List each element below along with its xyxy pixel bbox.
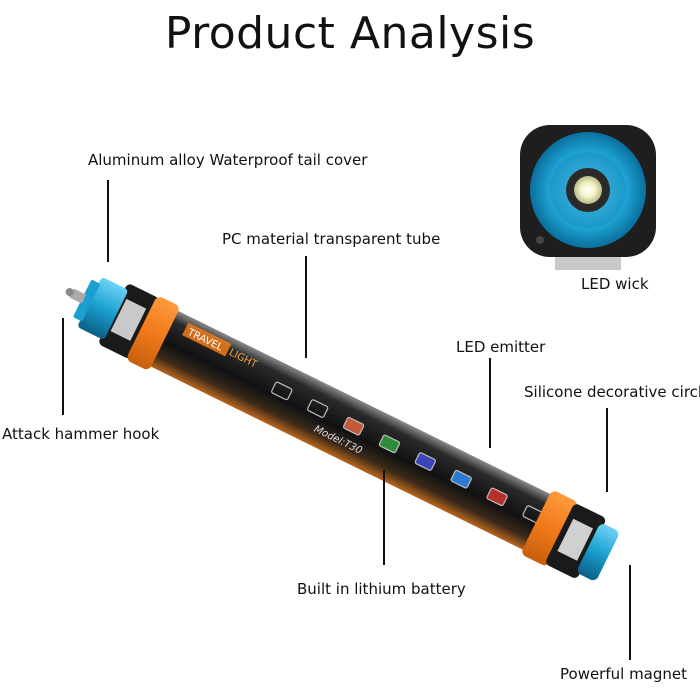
transparent-tube (124, 298, 558, 553)
tail-cover-end (73, 280, 100, 321)
leader-lines (62, 180, 631, 660)
brand-badge (182, 322, 232, 357)
label-decorative-circle: Silicone decorative circle (524, 383, 700, 401)
label-led-emitter: LED emitter (456, 338, 546, 356)
label-hammer-hook: Attack hammer hook (2, 425, 160, 443)
head-cover (577, 524, 619, 581)
right-magnet-plate (557, 518, 594, 561)
right-silicone-ring (522, 491, 577, 566)
label-tail-cover: Aluminum alloy Waterproof tail cover (88, 151, 368, 169)
label-magnet: Powerful magnet (560, 665, 688, 683)
tail-cover (78, 278, 128, 339)
led-wick-closeup (520, 125, 656, 270)
mode-icons (271, 381, 544, 524)
label-battery: Built in lithium battery (297, 580, 466, 598)
left-silicone-ring (127, 297, 179, 370)
page-title: Product Analysis (164, 8, 536, 59)
flashlight-body: TRAVEL LIGHT Model:T30 (65, 278, 619, 581)
label-tube: PC material transparent tube (222, 230, 441, 248)
label-led-wick: LED wick (581, 275, 649, 293)
left-magnet-plate (110, 298, 147, 341)
